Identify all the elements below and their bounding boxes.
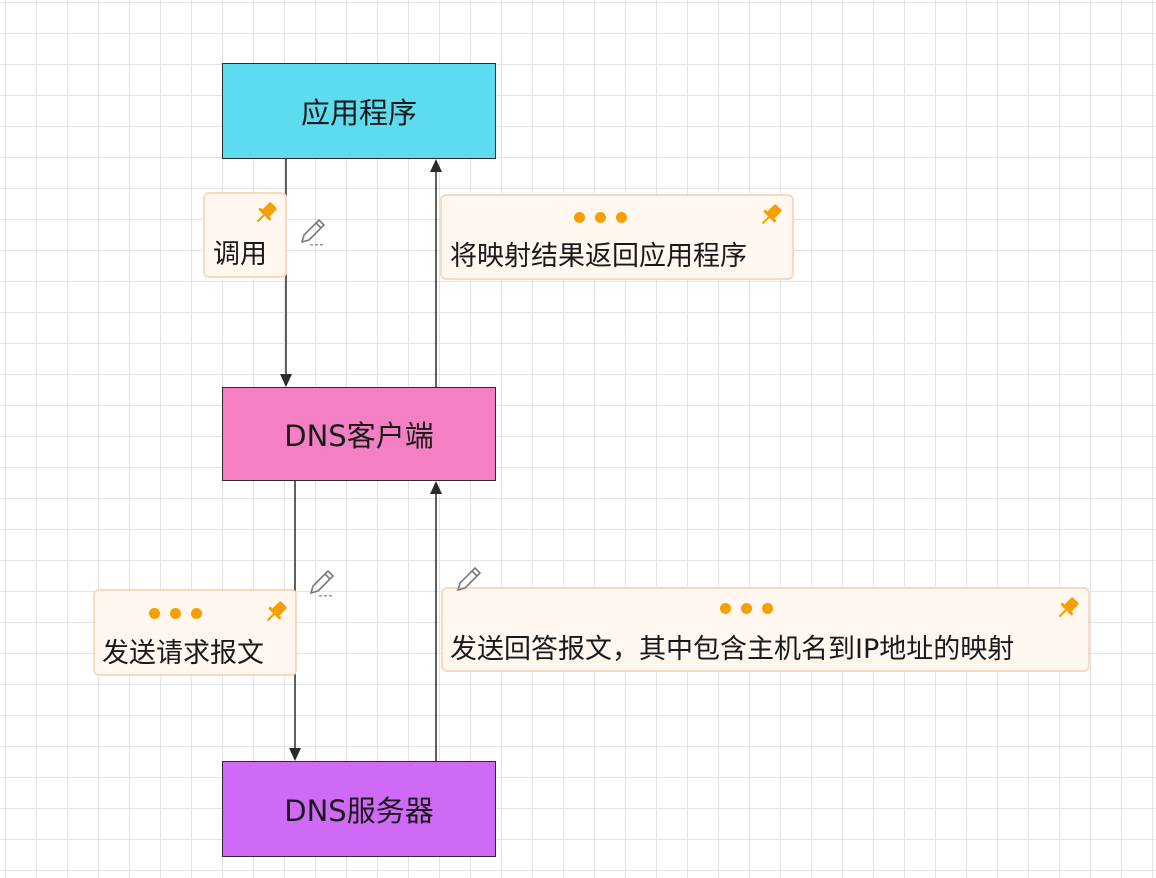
edge-label-send-request[interactable]: 发送请求报文	[93, 589, 297, 676]
edge-label-return-mapping[interactable]: 将映射结果返回应用程序	[440, 194, 794, 280]
pin-icon[interactable]	[756, 200, 786, 230]
edge-label-text: 发送请求报文	[102, 638, 264, 669]
more-dots-icon[interactable]	[574, 212, 627, 223]
node-dns-client[interactable]: DNS客户端	[222, 387, 496, 481]
node-app[interactable]: 应用程序	[222, 63, 496, 159]
pencil-icon[interactable]	[305, 565, 341, 601]
edge-label-text: 发送回答报文，其中包含主机名到IP地址的映射	[450, 634, 1015, 665]
arrowhead-app-to-client	[280, 374, 292, 387]
arrowhead-server-to-client	[430, 481, 442, 494]
pin-icon[interactable]	[251, 198, 281, 228]
pin-icon[interactable]	[261, 597, 291, 627]
edge-label-send-response[interactable]: 发送回答报文，其中包含主机名到IP地址的映射	[441, 587, 1090, 672]
pin-icon[interactable]	[1053, 593, 1083, 623]
pencil-icon[interactable]	[452, 562, 488, 598]
edge-label-text: 将映射结果返回应用程序	[450, 241, 747, 272]
edge-label-call[interactable]: 调用	[203, 192, 287, 278]
more-dots-icon[interactable]	[149, 608, 202, 619]
arrowhead-client-to-server	[289, 748, 301, 761]
arrowhead-client-to-app	[430, 159, 442, 172]
more-dots-icon[interactable]	[720, 603, 773, 614]
node-dns-server[interactable]: DNS服务器	[222, 761, 496, 857]
pencil-icon[interactable]	[296, 214, 332, 250]
edge-label-text: 调用	[213, 239, 267, 270]
